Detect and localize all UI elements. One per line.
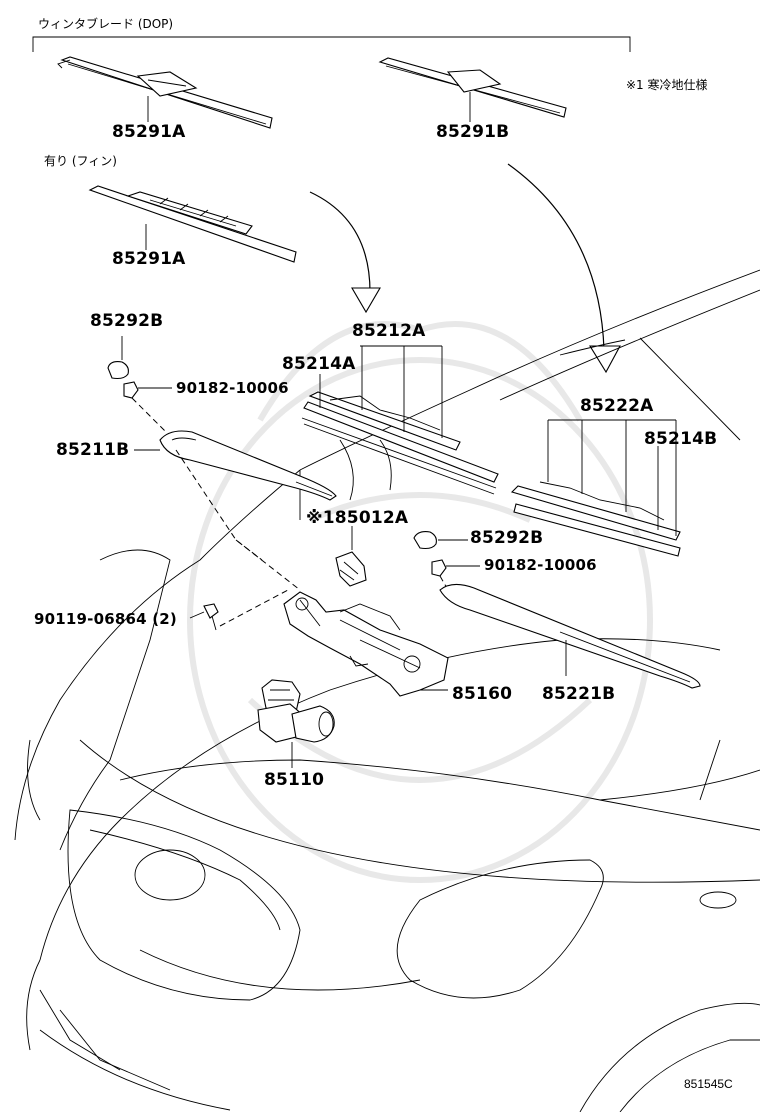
part-label-85292b-left[interactable]: 85292B (90, 311, 164, 331)
cap-icon (107, 361, 129, 380)
wiper-arm-icon (439, 583, 701, 689)
car-front-outline-icon (14, 269, 760, 1112)
wiper-motor-icon (257, 679, 335, 743)
bolt-icon (203, 603, 219, 631)
part-label-85160[interactable]: 85160 (452, 684, 513, 704)
wiper-link-icon (335, 551, 367, 587)
part-label-85214a[interactable]: 85214A (282, 354, 356, 374)
arrow-to-front-blade (309, 191, 381, 314)
wiper-blade-icon (57, 56, 273, 129)
part-label-85291a-mid[interactable]: 85291A (112, 249, 186, 269)
cold-region-note: ※1 寒冷地仕様 (626, 78, 708, 92)
part-label-90182-right[interactable]: 90182-10006 (484, 556, 597, 574)
wiper-link-icon (283, 591, 449, 697)
part-label-85211b[interactable]: 85211B (56, 440, 130, 460)
part-label-85212a[interactable]: 85212A (352, 321, 426, 341)
wiper-blade-icon (510, 481, 681, 557)
arrow-to-rear-blade (507, 163, 621, 374)
part-label-85012a[interactable]: ※185012A (306, 508, 409, 528)
part-label-85110[interactable]: 85110 (264, 770, 325, 790)
part-label-90119[interactable]: 90119-06864 (2) (34, 610, 177, 628)
wiper-blade-icon (301, 391, 499, 495)
wiper-blade-icon (88, 185, 297, 263)
part-label-85291a-top[interactable]: 85291A (112, 122, 186, 142)
part-label-85291b[interactable]: 85291B (436, 122, 510, 142)
cap-icon (413, 531, 437, 550)
diagram-code: 851545C (684, 1077, 733, 1091)
dop-bracket (32, 36, 631, 52)
part-label-90182-left[interactable]: 90182-10006 (176, 379, 289, 397)
dop-wiper-blade-heading: ウィンタブレード (DOP) (38, 17, 174, 31)
nut-icon (431, 559, 447, 577)
part-label-85214b[interactable]: 85214B (644, 429, 718, 449)
nut-icon (123, 381, 139, 399)
wiper-arm-icon (159, 430, 337, 501)
wiper-blade-icon (378, 57, 567, 118)
with-fin-heading: 有り (フィン) (44, 154, 117, 168)
part-label-85292b-right[interactable]: 85292B (470, 528, 544, 548)
part-label-85222a[interactable]: 85222A (580, 396, 654, 416)
part-label-85221b[interactable]: 85221B (542, 684, 616, 704)
